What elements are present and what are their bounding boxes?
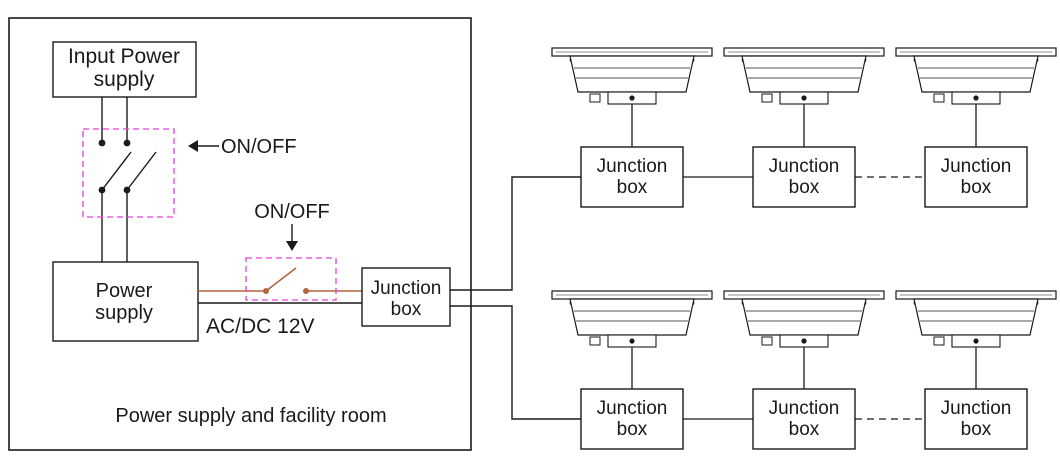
power-supply-box: Power supply [52, 261, 199, 342]
branch-switch [245, 257, 337, 301]
room-caption: Power supply and facility room [115, 405, 386, 427]
pool-light-icon [723, 290, 885, 348]
pool-light-icon [551, 290, 713, 348]
junction-box-label-1: Junction [597, 156, 668, 177]
input-power-label-2: supply [94, 68, 155, 91]
junction-box-label-2: box [789, 419, 820, 440]
junction-box-label-1: Junction [769, 398, 840, 419]
branch-switch-frame [245, 257, 337, 301]
input-power-label-1: Input Power [68, 45, 180, 68]
facility-room-frame [8, 17, 472, 451]
voltage-label: AC/DC 12V [206, 315, 315, 338]
pool-light-icon [551, 47, 713, 105]
junction-box-label-2: box [789, 177, 820, 198]
junction-box-label-2: box [961, 419, 992, 440]
main-switch-label: ON/OFF [188, 136, 297, 158]
light-rows: JunctionboxJunctionboxJunctionboxJunctio… [551, 47, 1057, 450]
power-supply-label-1: Power [96, 280, 153, 302]
feed-wire-bottom [450, 305, 581, 420]
junction-box-label-1: Junction [941, 156, 1012, 177]
main-switch [82, 128, 175, 218]
power-supply-label-2: supply [95, 302, 153, 324]
svg-text:ON/OFF: ON/OFF [254, 201, 330, 223]
junction-box-label-1: Junction [597, 398, 668, 419]
main-switch-frame [82, 128, 175, 218]
pool-light-icon [723, 47, 885, 105]
pool-light-icon [895, 290, 1057, 348]
svg-text:Junction: Junction [371, 278, 442, 299]
junction-box-label-1: Junction [941, 398, 1012, 419]
junction-box-label-2: box [617, 177, 648, 198]
junction-box-label-2: box [617, 419, 648, 440]
feed-wire-top [450, 176, 581, 291]
svg-text:ON/OFF: ON/OFF [221, 136, 297, 158]
junction-box-label-2: box [961, 177, 992, 198]
facility-junction-box: Junction box [361, 267, 451, 327]
input-power-supply-box: Input Power supply [52, 41, 197, 98]
junction-box-label-1: Junction [769, 156, 840, 177]
branch-switch-label: ON/OFF [254, 201, 330, 251]
svg-text:box: box [391, 299, 422, 320]
pool-light-icon [895, 47, 1057, 105]
